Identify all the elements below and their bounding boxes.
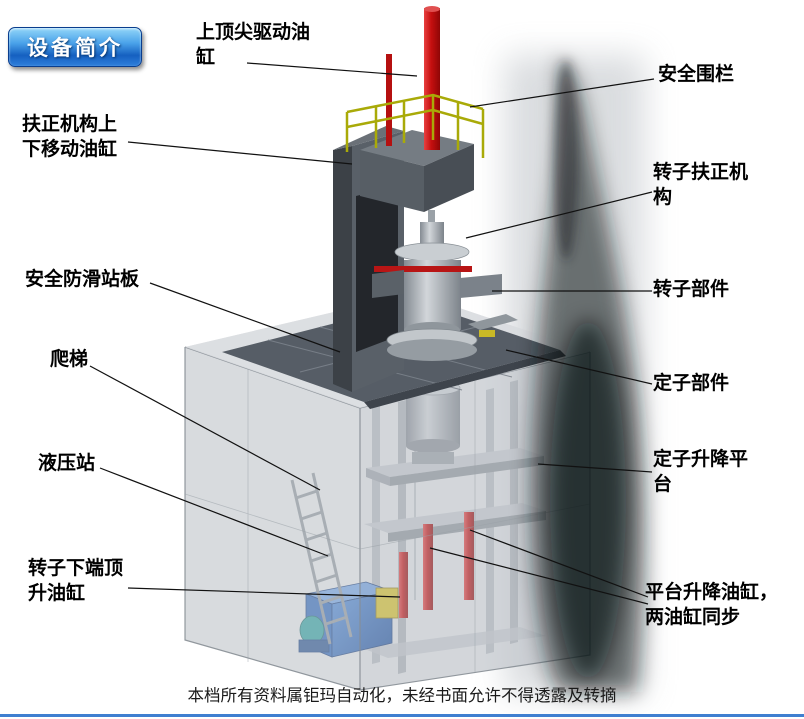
leader-lines xyxy=(89,62,655,605)
smoke-shadow xyxy=(530,58,644,692)
label-hydraulic-station: 液压站 xyxy=(38,453,96,474)
interior-structure xyxy=(290,293,546,674)
label-safety-fence: 安全围栏 xyxy=(658,64,735,85)
rotor-assembly xyxy=(372,210,502,361)
label-ladder: 爬梯 xyxy=(50,349,89,370)
footer-disclaimer: 本档所有资料属钜玛自动化，未经书面允许不得透露及转摘 xyxy=(187,686,617,705)
hydraulic-station-unit xyxy=(298,581,399,658)
safety-railing xyxy=(345,93,485,158)
label-stator-part: 定子部件 xyxy=(653,373,730,394)
bottom-rule xyxy=(0,714,804,717)
label-centering-mechanism-cylinder: 扶正机构上 下移动油缸 xyxy=(22,114,118,161)
label-rotor-centering-mechanism: 转子扶正机 构 xyxy=(653,162,749,209)
top-drive-cylinder xyxy=(386,6,440,150)
label-anti-slip-standing-board: 安全防滑站板 xyxy=(25,269,140,290)
label-rotor-part: 转子部件 xyxy=(653,279,730,300)
lower-oil-cylinders xyxy=(399,512,474,618)
access-ladder xyxy=(290,472,353,645)
title-badge-text: 设备简介 xyxy=(27,36,123,60)
title-badge: 设备简介 xyxy=(8,27,142,67)
label-rotor-bottom-jacking-cylinder: 转子下端顶 升油缸 xyxy=(28,558,124,605)
label-stator-lifting-platform: 定子升降平 台 xyxy=(653,449,749,496)
label-top-center-drive-cylinder: 上顶尖驱动油 缸 xyxy=(196,22,311,69)
head-box xyxy=(360,130,474,212)
label-platform-lifting-cylinders: 平台升降油缸， 两油缸同步 xyxy=(645,582,779,629)
